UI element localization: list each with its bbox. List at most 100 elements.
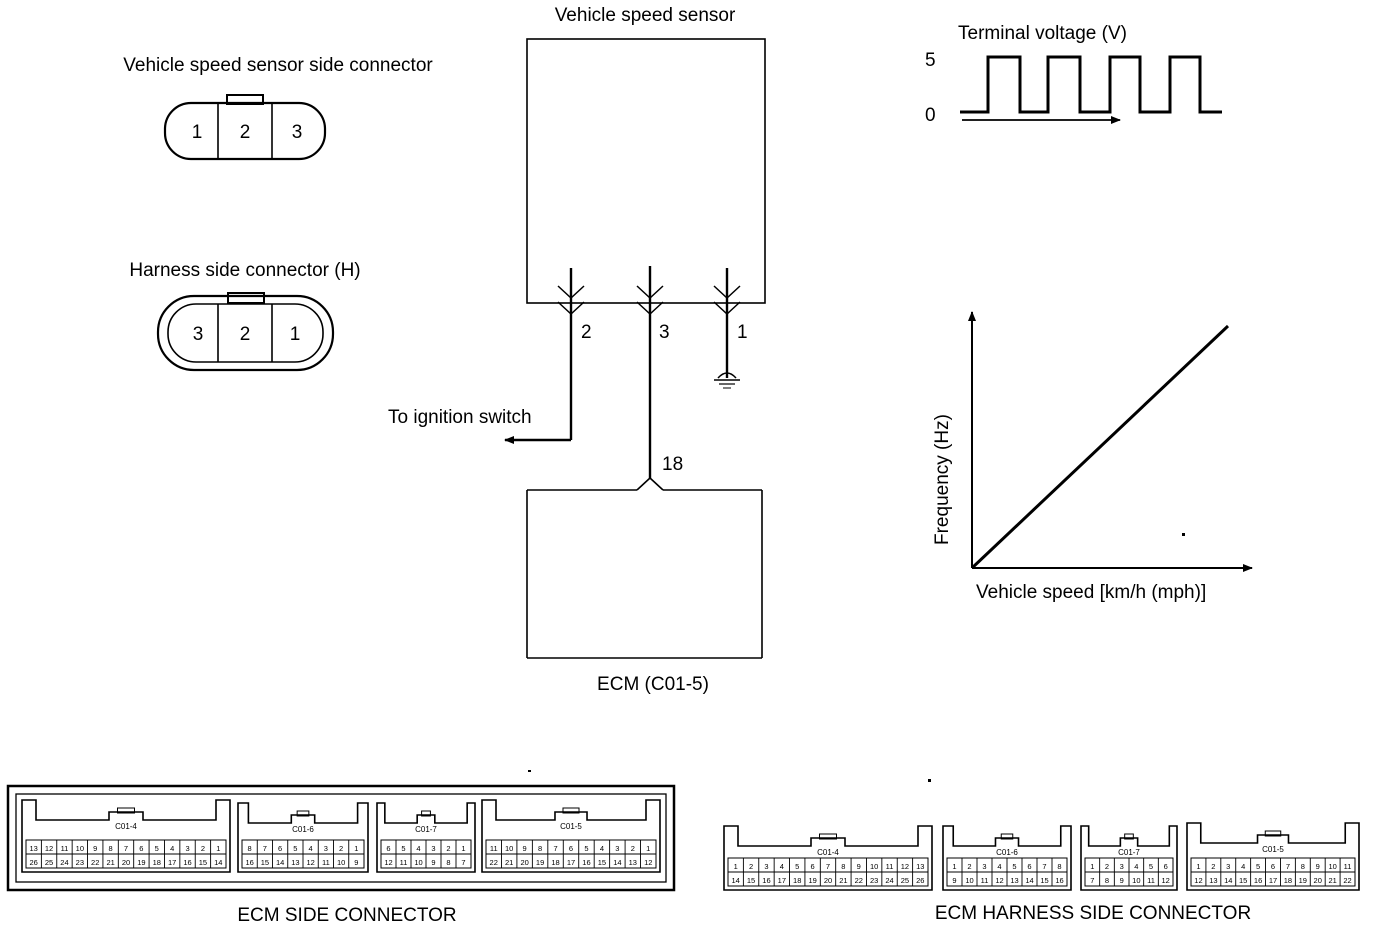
ecm-side-pin-label: 16 [582, 858, 590, 867]
ecm-harness-pin-label: 4 [997, 862, 1001, 871]
ecm-side-pin-label: 6 [386, 844, 390, 853]
ecm-side-pin-label: 10 [76, 844, 84, 853]
ecm-box-title: ECM (C01-5) [597, 674, 709, 695]
ecm-harness-pin-label: 21 [1328, 876, 1336, 885]
ecm-side-pin-label: 14 [613, 858, 621, 867]
ecm-side-connector [6, 784, 676, 892]
ecm-harness-pin-label: 14 [732, 876, 740, 885]
ecm-harness-pin-label: 17 [1269, 876, 1277, 885]
ecm-side-pin-label: 18 [551, 858, 559, 867]
ecm-harness-pin-label: 10 [870, 862, 878, 871]
ecm-side-pin-label: 9 [523, 844, 527, 853]
ecm-harness-pin-label: 3 [982, 862, 986, 871]
ecm-harness-pin-label: 2 [749, 862, 753, 871]
ecm-side-pin-label: 9 [431, 858, 435, 867]
ecm-harness-pin-label: 13 [916, 862, 924, 871]
ecm-harness-pin-label: 1 [1196, 862, 1200, 871]
ecm-side-pin-label: 9 [93, 844, 97, 853]
ecm-side-block-id: C01-5 [560, 822, 582, 831]
sensor-connector-pin: 2 [240, 122, 251, 143]
frequency-chart [968, 311, 1253, 572]
ecm-side-pin-label: 17 [567, 858, 575, 867]
ecm-harness-pin-label: 5 [1149, 862, 1153, 871]
sensor-box-title: Vehicle speed sensor [555, 5, 736, 26]
ecm-side-pin-label: 12 [45, 844, 53, 853]
ecm-harness-pin-label: 7 [826, 862, 830, 871]
ecm-side-pin-label: 8 [538, 844, 542, 853]
harness-side-connector: 3 2 1 [156, 292, 335, 372]
ecm-harness-pin-label: 8 [841, 862, 845, 871]
ecm-side-pin-label: 7 [124, 844, 128, 853]
sensor-connector-pin: 3 [292, 122, 303, 143]
harness-connector-pin: 2 [240, 324, 251, 345]
ecm-harness-pin-label: 9 [1120, 876, 1124, 885]
ecm-side-pin-label: 21 [106, 858, 114, 867]
ecm-pin-label: 18 [662, 454, 683, 475]
ecm-side-pin-label: 6 [569, 844, 573, 853]
ecm-side-pin-label: 4 [170, 844, 174, 853]
ecm-side-pin-label: 16 [245, 858, 253, 867]
ecm-harness-pin-label: 4 [1241, 862, 1245, 871]
ecm-harness-pin-label: 22 [855, 876, 863, 885]
ecm-harness-pin-label: 7 [1042, 862, 1046, 871]
ecm-harness-pin-label: 10 [965, 876, 973, 885]
ecm-side-pin-label: 5 [401, 844, 405, 853]
ecm-harness-pin-label: 12 [1194, 876, 1202, 885]
ecm-harness-pin-label: 19 [808, 876, 816, 885]
frequency-ylabel: Frequency (Hz) [932, 414, 953, 545]
ecm-harness-pin-label: 20 [1314, 876, 1322, 885]
frequency-xlabel: Vehicle speed [km/h (mph)] [976, 582, 1206, 603]
ecm-harness-pin-label: 13 [1010, 876, 1018, 885]
ecm-side-pin-label: 22 [91, 858, 99, 867]
ecm-side-pin-label: 21 [505, 858, 513, 867]
ecm-side-pin-label: 2 [339, 844, 343, 853]
ecm-harness-pin-label: 18 [1284, 876, 1292, 885]
ecm-side-pin-label: 14 [214, 858, 222, 867]
ecm-side-pin-label: 13 [291, 858, 299, 867]
ground-icon [714, 372, 740, 389]
ecm-harness-pin-label: 13 [1209, 876, 1217, 885]
ecm-harness-pin-label: 8 [1105, 876, 1109, 885]
ecm-harness-pin-label: 10 [1328, 862, 1336, 871]
ecm-harness-pin-label: 5 [1256, 862, 1260, 871]
ecm-side-pin-label: 12 [644, 858, 652, 867]
ecm-side-pin-label: 11 [61, 844, 69, 853]
ecm-side-pin-label: 7 [553, 844, 557, 853]
ecm-side-pin-label: 19 [536, 858, 544, 867]
ecm-side-pin-label: 15 [598, 858, 606, 867]
ecm-side-pin-label: 1 [461, 844, 465, 853]
ecm-harness-block-id: C01-6 [996, 848, 1018, 857]
ecm-harness-pin-label: 10 [1132, 876, 1140, 885]
ecm-harness-pin-label: 15 [1239, 876, 1247, 885]
ecm-side-pin-label: 5 [293, 844, 297, 853]
ecm-harness-pin-label: 11 [886, 862, 894, 871]
ecm-side-pin-label: 17 [168, 858, 176, 867]
stray-dot [928, 779, 931, 782]
ecm-harness-pin-label: 15 [1040, 876, 1048, 885]
ecm-harness-pin-label: 3 [764, 862, 768, 871]
ecm-harness-pin-label: 7 [1286, 862, 1290, 871]
ecm-box [526, 476, 763, 659]
ecm-side-pin-label: 11 [490, 844, 498, 853]
ecm-harness-pin-label: 15 [747, 876, 755, 885]
terminal-label: 2 [581, 322, 592, 343]
ecm-side-pin-label: 6 [139, 844, 143, 853]
ecm-side-pin-label: 5 [155, 844, 159, 853]
ecm-side-pin-label: 23 [76, 858, 84, 867]
sensor-terminal-3 [636, 266, 664, 478]
ecm-harness-block-id: C01-4 [817, 848, 839, 857]
ecm-side-pin-label: 7 [461, 858, 465, 867]
ecm-side-pin-label: 10 [505, 844, 513, 853]
ecm-harness-block-id: C01-7 [1118, 848, 1140, 857]
ecm-side-pin-label: 3 [185, 844, 189, 853]
ecm-side-pin-label: 4 [309, 844, 313, 853]
ecm-harness-pin-label: 11 [1344, 862, 1352, 871]
ecm-harness-pin-label: 14 [1025, 876, 1033, 885]
ecm-harness-pin-label: 19 [1299, 876, 1307, 885]
